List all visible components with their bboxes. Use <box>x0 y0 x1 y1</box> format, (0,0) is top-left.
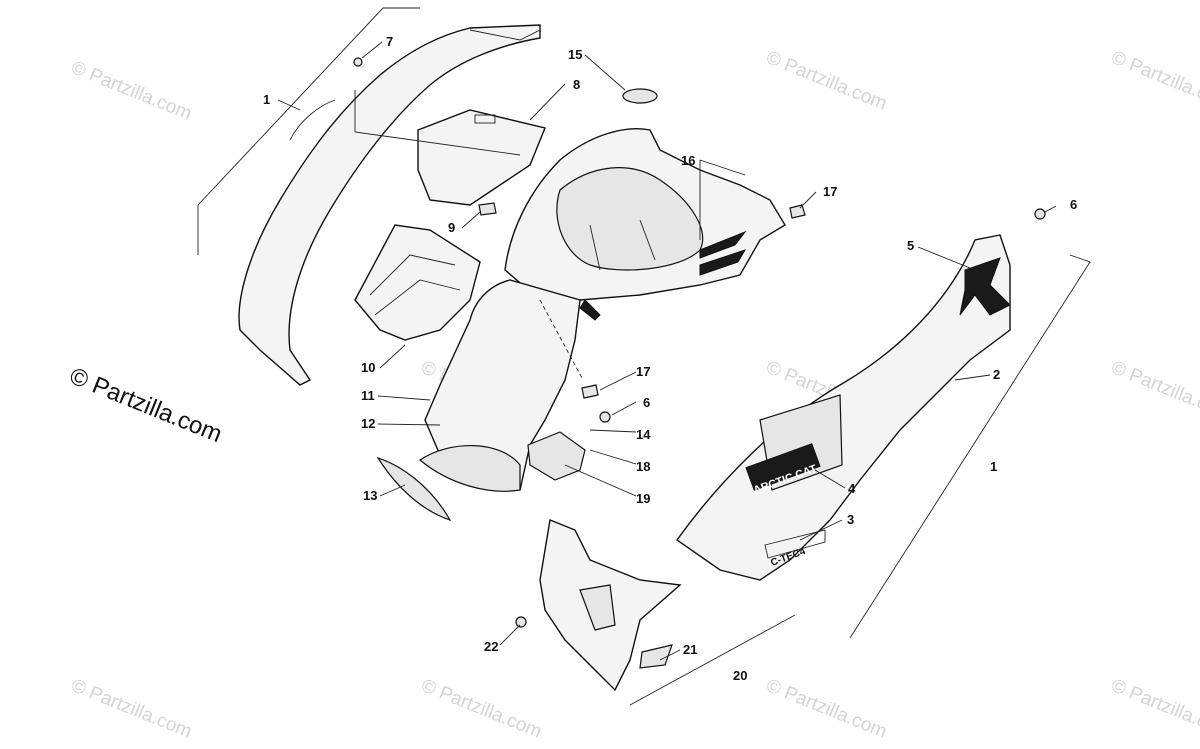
callout-label: 12 <box>361 416 375 431</box>
screw <box>1034 208 1046 220</box>
bracket <box>527 431 586 481</box>
callout-label: 21 <box>683 642 697 657</box>
callout-label: 1 <box>263 92 270 107</box>
callout-label: 11 <box>361 388 375 403</box>
watermark: © Partzilla.com <box>418 675 545 742</box>
watermark: © Partzilla.com <box>1108 357 1200 424</box>
copyright-text: © Partzilla.com <box>66 363 226 449</box>
callout-label: 17 <box>636 364 650 379</box>
watermark: © Partzilla.com <box>763 675 890 742</box>
watermark: © Partzilla.com <box>1108 47 1200 114</box>
callout-label: 2 <box>993 367 1000 382</box>
callout-label: 17 <box>823 184 837 199</box>
callout-label: 6 <box>643 395 650 410</box>
clip <box>789 204 806 219</box>
screw <box>599 411 611 423</box>
leaders <box>277 41 1057 661</box>
callout-label: 14 <box>636 427 651 442</box>
hood-assembly <box>418 128 786 492</box>
callout-label: 15 <box>568 47 582 62</box>
callout-label: 13 <box>363 488 377 503</box>
windshield <box>354 90 546 206</box>
watermark: © Partzilla.com <box>68 675 195 742</box>
callout-label: 1 <box>990 459 997 474</box>
left-side-panel <box>197 7 541 386</box>
callouts: 1 7 8 15 16 17 6 5 9 10 11 12 13 17 6 14… <box>263 34 1077 683</box>
belly-pan <box>539 519 796 706</box>
callout-label: 19 <box>636 491 650 506</box>
screw <box>353 57 363 67</box>
callout-label: 16 <box>681 153 695 168</box>
watermark: © Partzilla.com <box>1108 675 1200 742</box>
callout-label: 9 <box>448 220 455 235</box>
air-intake-mesh <box>376 456 452 522</box>
watermark: © Partzilla.com <box>763 47 890 114</box>
right-side-panel: ARCTIC CAT C-TEC4 <box>676 234 1091 639</box>
callout-label: 10 <box>361 360 375 375</box>
callout-label: 6 <box>1070 197 1077 212</box>
callout-label: 20 <box>733 668 747 683</box>
callout-label: 5 <box>907 238 914 253</box>
callout-label: 3 <box>847 512 854 527</box>
callout-label: 8 <box>573 77 580 92</box>
watermark: © Partzilla.com <box>68 57 195 124</box>
clip <box>581 384 599 399</box>
callout-label: 18 <box>636 459 650 474</box>
clip <box>478 202 497 216</box>
callout-label: 4 <box>848 481 856 496</box>
callout-label: 7 <box>386 34 393 49</box>
screw <box>515 616 527 628</box>
emblem <box>622 88 658 104</box>
callout-label: 22 <box>484 639 498 654</box>
